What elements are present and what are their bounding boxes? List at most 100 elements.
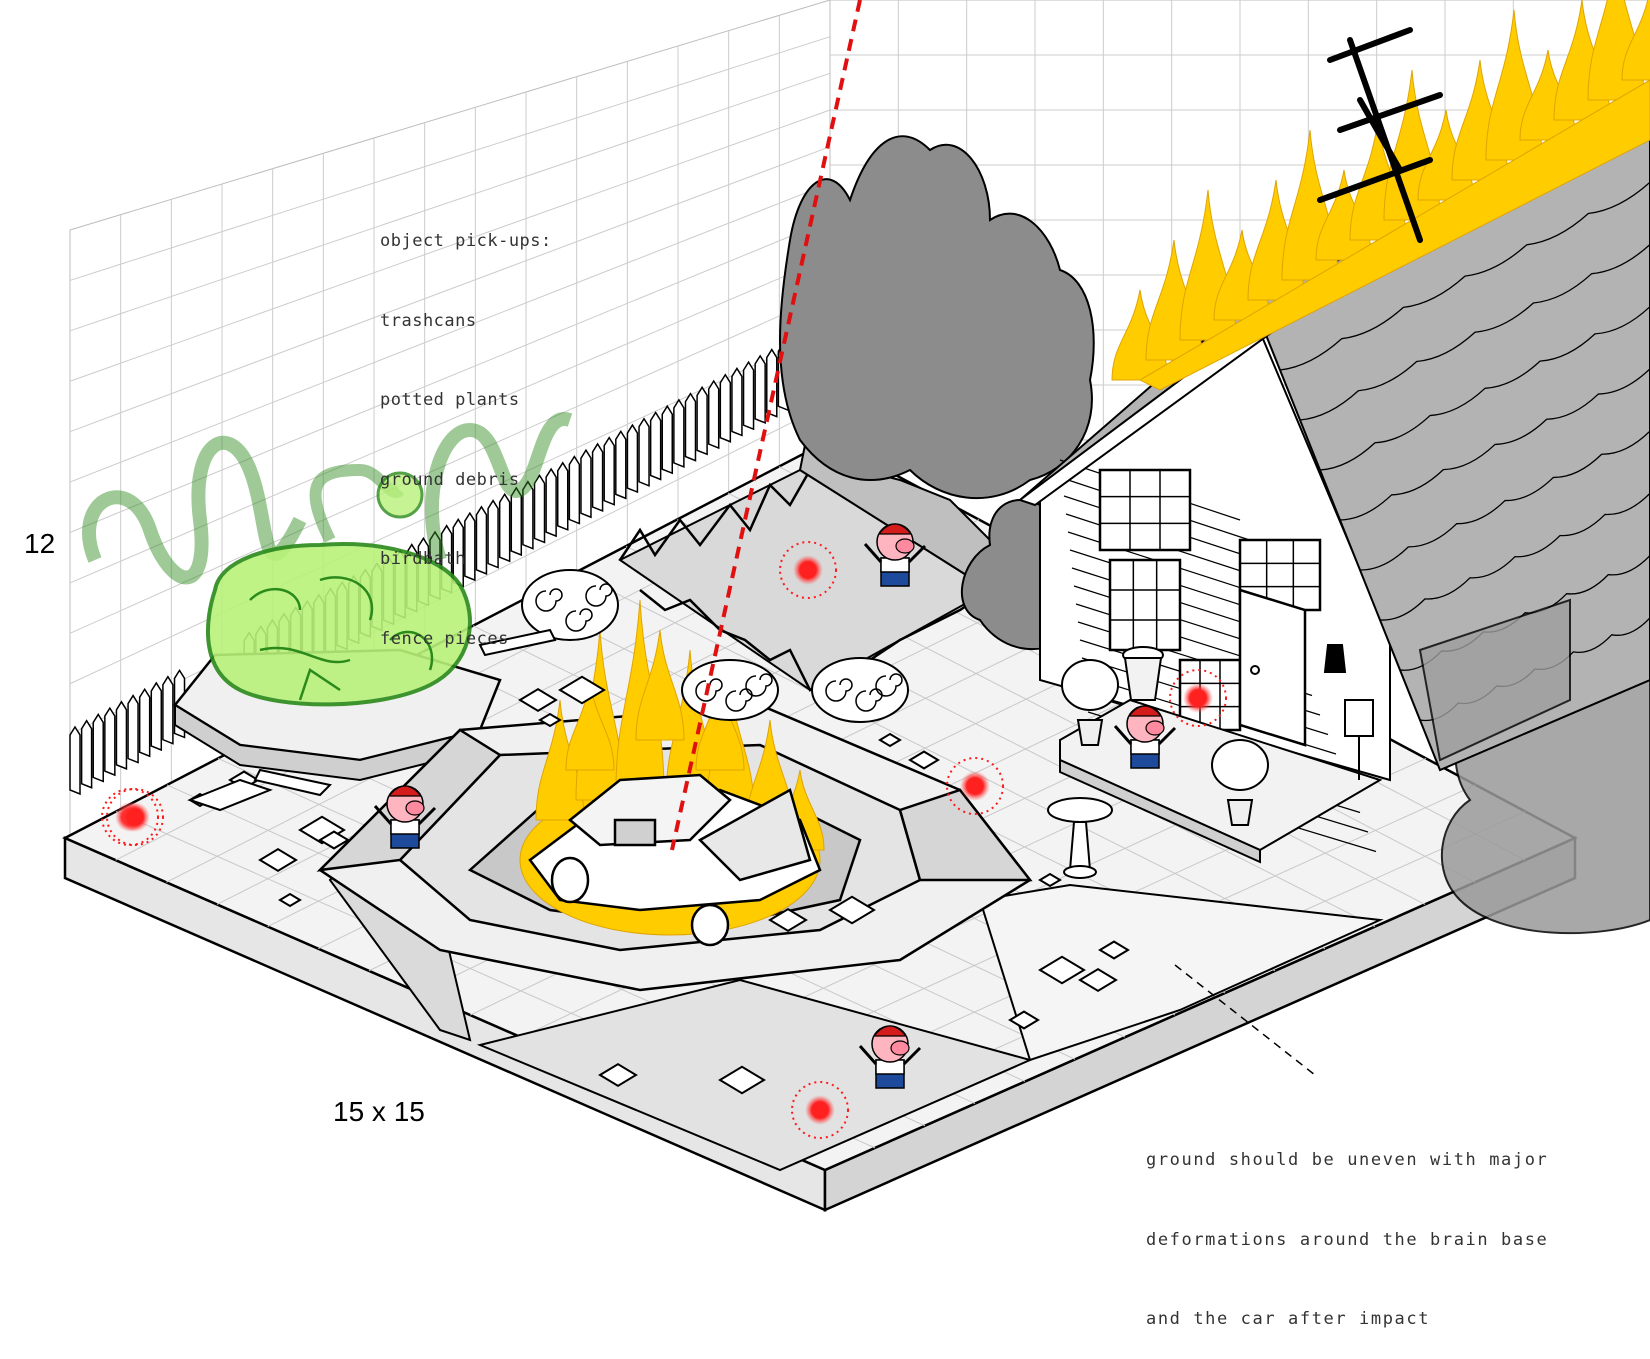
- plant-foliage: [1061, 659, 1119, 711]
- mailbox-box: [1344, 699, 1374, 737]
- ground-plate: [978, 883, 1384, 1062]
- roof-shingle-row: [1339, 368, 1650, 521]
- ground-note-line: and the car after impact: [1146, 1309, 1431, 1329]
- character-arm: [417, 806, 437, 826]
- character-cap: [872, 1025, 908, 1037]
- fence-picket: [556, 461, 569, 531]
- brain-base: [82, 412, 573, 782]
- plant-foliage: [1211, 739, 1269, 791]
- fence-picket: [603, 436, 615, 506]
- spawn-point: [791, 1081, 849, 1139]
- spawn-ring: [1169, 669, 1227, 727]
- spawn-ring: [779, 541, 837, 599]
- pickup-item: trashcans: [380, 310, 477, 331]
- antenna-bar: [1357, 97, 1403, 173]
- grid-line: [69, 36, 831, 281]
- spawn-core: [805, 1095, 835, 1125]
- brain-tentacle: [425, 412, 573, 563]
- car-window: [613, 818, 657, 847]
- pickups-heading: object pick-ups:: [380, 231, 552, 251]
- grid-line: [574, 572, 1326, 950]
- trashcan: [1122, 646, 1164, 701]
- fence-picket: [766, 348, 778, 418]
- grid-line: [69, 146, 831, 433]
- bush-swirl: [535, 588, 563, 612]
- character: [1113, 705, 1177, 769]
- yard-props: [1047, 644, 1374, 879]
- crashed-car: [528, 773, 822, 947]
- debris-chunk: [1098, 940, 1130, 960]
- plant-pot: [1226, 799, 1254, 826]
- debris-chunk: [278, 892, 302, 908]
- antenna-bar: [1327, 27, 1413, 63]
- antenna-bar: [1317, 157, 1433, 203]
- spawn-core: [1183, 683, 1213, 713]
- fence-debris: [478, 628, 557, 657]
- character-cap: [1127, 705, 1163, 717]
- birdbath-bowl: [1047, 797, 1113, 823]
- fence-picket: [510, 486, 523, 557]
- fence-picket: [580, 448, 592, 519]
- car-wheel: [550, 856, 590, 904]
- debris-chunk: [1038, 872, 1062, 888]
- fire-base: [1138, 79, 1650, 391]
- character: [373, 785, 437, 849]
- birdbath-base: [1063, 865, 1097, 879]
- house-door: [1238, 588, 1307, 747]
- bush-swirl: [585, 583, 613, 607]
- pickup-item: birdbath: [380, 549, 466, 569]
- debris-chunk: [598, 1063, 638, 1087]
- debris-chunk: [558, 675, 606, 705]
- fence-picket: [92, 713, 104, 783]
- ground-note-line: deformations around the brain base: [1146, 1229, 1549, 1250]
- house-window: [1098, 468, 1192, 552]
- fence-picket: [115, 700, 128, 770]
- potted-plant: [1061, 659, 1119, 746]
- fence-picket: [591, 442, 604, 513]
- swirl-bush: [811, 657, 909, 723]
- spawn-ring: [106, 788, 164, 846]
- character-arm: [858, 1045, 878, 1065]
- fence-picket: [615, 429, 627, 500]
- ground-debris: [187, 628, 1130, 1095]
- house-window: [1108, 558, 1182, 652]
- roof-shingle-row: [1299, 243, 1650, 421]
- debris-chunk: [258, 848, 298, 872]
- pickup-item: ground debris: [380, 469, 520, 490]
- debris-chunk: [538, 712, 562, 728]
- debris-chunk: [768, 908, 808, 932]
- crater-wall: [898, 788, 1033, 882]
- fence-picket: [707, 379, 720, 450]
- fence-picket: [673, 398, 685, 469]
- fence-picket: [661, 404, 674, 475]
- fence-picket: [487, 499, 499, 569]
- lamp-body: [1323, 644, 1347, 673]
- fence-picket: [162, 675, 174, 745]
- window-frame: [1098, 468, 1192, 552]
- impact-trajectory: [670, 0, 862, 851]
- fence-picket: [498, 492, 511, 563]
- debris-chunk: [828, 895, 876, 925]
- window-frame: [1108, 558, 1182, 652]
- spawn-core: [793, 555, 823, 585]
- fence-picket: [568, 455, 581, 525]
- level-scene: [62, 0, 1650, 1212]
- roof-shingle-row: [1279, 181, 1650, 371]
- bush-swirl: [875, 673, 903, 697]
- pickup-item: fence pieces: [380, 628, 509, 649]
- fence-picket: [696, 385, 708, 456]
- car-roof: [568, 773, 732, 847]
- car-hood: [697, 788, 812, 882]
- potted-plant: [1211, 739, 1269, 826]
- bush-swirl: [695, 678, 723, 702]
- fence-picket: [138, 687, 151, 758]
- debris-chunk: [878, 732, 902, 748]
- grid-line: [69, 256, 831, 584]
- height-label: 12: [24, 528, 56, 559]
- brain-mass: [205, 542, 472, 707]
- fence-picket: [545, 467, 557, 538]
- fence-picket: [649, 411, 662, 481]
- fence-picket: [69, 725, 81, 796]
- crater-edge: [618, 469, 812, 561]
- mailbox: [1344, 699, 1374, 780]
